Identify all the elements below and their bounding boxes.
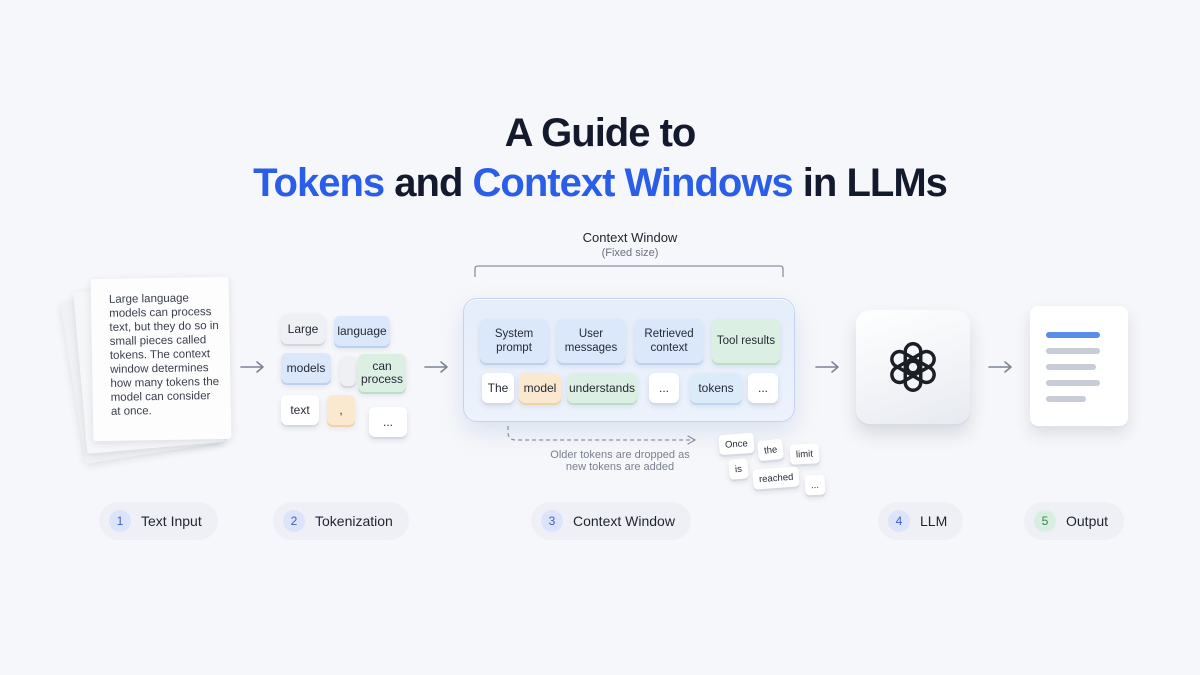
step-label: Tokenization [315, 513, 393, 529]
step-text-input: 1 Text Input [99, 502, 218, 540]
context-token: tokens [690, 373, 742, 403]
step-label: Output [1066, 513, 1109, 529]
text-input-document: Large language models can process text, … [90, 276, 232, 442]
title-and: and [384, 161, 473, 205]
step-number: 1 [109, 510, 131, 532]
text-input-paragraph: Large language models can process text, … [108, 292, 220, 418]
token-chip: can process [358, 354, 406, 392]
step-context-window: 3 Context Window [531, 502, 691, 540]
title-accent-tokens: Tokens [253, 161, 385, 205]
token-chip: text [281, 395, 319, 425]
title-accent-context-windows: Context Windows [472, 161, 794, 205]
step-label: LLM [920, 513, 948, 529]
step-output: 5 Output [1024, 502, 1125, 540]
step-number: 3 [541, 510, 563, 532]
output-line [1046, 348, 1100, 354]
token-chip: language [334, 316, 390, 346]
step-number: 2 [283, 510, 305, 532]
dropped-token: limit [789, 443, 820, 465]
output-line [1046, 364, 1096, 370]
step-number: 4 [888, 510, 910, 532]
diagram-title: A Guide to Tokens and Context Windows in… [0, 108, 1200, 208]
dropped-token: the [757, 438, 785, 462]
context-category: Retrieved context [635, 319, 703, 363]
drop-note: Older tokens are dropped as new tokens a… [550, 449, 690, 473]
context-window-bracket [474, 265, 784, 277]
title-line-1: A Guide to [504, 111, 697, 155]
step-number: 5 [1034, 510, 1056, 532]
token-chip: models [281, 353, 331, 383]
step-tokenization: 2 Tokenization [273, 502, 409, 540]
title-tail: in LLMs [792, 161, 948, 205]
title-line-2: Tokens and Context Windows in LLMs [0, 158, 1200, 208]
arrow-icon [424, 360, 450, 374]
context-category: System prompt [480, 319, 548, 363]
token-chip-blank [340, 356, 356, 386]
context-token: The [482, 373, 514, 403]
dropped-token: Once [718, 432, 755, 456]
output-line [1046, 380, 1100, 386]
openai-logo-icon [890, 342, 936, 392]
token-chip: , [327, 395, 355, 425]
context-window-subtitle: (Fixed size) [601, 247, 659, 259]
output-line [1046, 396, 1086, 402]
context-window-box: System prompt User messages Retrieved co… [463, 298, 795, 422]
context-token: ... [649, 373, 679, 403]
llm-cube [856, 310, 970, 424]
arrow-icon [240, 360, 266, 374]
output-line-highlight [1046, 332, 1100, 338]
dropped-token: is [728, 458, 749, 480]
arrow-icon [815, 360, 841, 374]
arrow-icon [988, 360, 1014, 374]
context-category: Tool results [712, 319, 780, 363]
context-token: understands [567, 373, 637, 403]
token-chip: ... [369, 407, 407, 437]
step-label: Text Input [141, 513, 202, 529]
token-chip: Large [281, 314, 325, 344]
context-window-title: Context Window [582, 230, 678, 245]
step-llm: 4 LLM [878, 502, 964, 540]
context-token: ... [748, 373, 778, 403]
context-token: model [519, 373, 561, 403]
document-lines-icon [1030, 306, 1128, 426]
step-label: Context Window [573, 513, 675, 529]
dropped-token: reached [752, 466, 800, 490]
context-category: User messages [557, 319, 625, 363]
drop-arrow-icon [507, 426, 697, 445]
dropped-token: ... [804, 474, 826, 496]
